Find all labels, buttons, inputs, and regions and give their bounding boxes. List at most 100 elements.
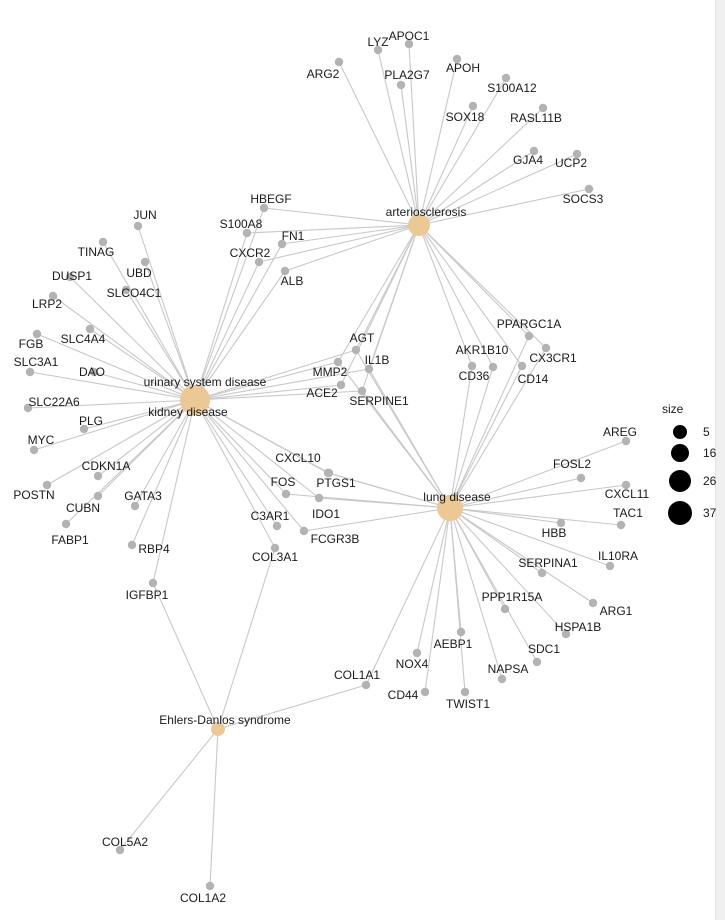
gene-node-col1a1 — [361, 680, 371, 690]
legend-label-16: 16 — [703, 446, 717, 460]
gene-label-slco4c1: SLCO4C1 — [107, 286, 162, 300]
gene-label-col3a1: COL3A1 — [252, 550, 298, 564]
edge-arterio-socs3 — [418, 188, 590, 226]
edge-kidney-fabp1 — [65, 399, 196, 525]
gene-label-twist1: TWIST1 — [446, 697, 490, 711]
gene-node-apoh — [452, 54, 462, 64]
gene-node-areg — [621, 436, 631, 446]
edge-kidney-slc22a6 — [27, 399, 196, 409]
gene-node-ubd — [140, 257, 150, 267]
edge-kidney-agt — [194, 349, 357, 401]
legend-dot-16 — [671, 444, 689, 462]
gene-node-s100a8 — [242, 228, 252, 238]
gene-label-lyz: LYZ — [367, 35, 388, 49]
gene-label-alb: ALB — [281, 274, 304, 288]
gene-node-ppargc1a — [524, 331, 534, 341]
gene-label-rasl11b: RASL11B — [510, 111, 562, 125]
edge-lung-fosl2 — [449, 477, 582, 509]
gene-label-fn1: FN1 — [282, 229, 305, 243]
edge-arterio-gja4 — [418, 150, 535, 226]
scrollbar[interactable] — [715, 0, 725, 920]
gene-label-hbegf: HBEGF — [250, 192, 291, 206]
edge-kidney-slco4c1 — [125, 289, 196, 401]
gene-node-nox4 — [412, 648, 422, 658]
gene-node-mmp2 — [333, 357, 343, 367]
edge-arterio-alb — [284, 224, 420, 272]
edge-lung-napsa — [449, 507, 503, 680]
gene-label-ubd: UBD — [126, 266, 152, 280]
gene-node-hbb — [556, 518, 566, 528]
edge-arterio-s100a8 — [246, 224, 420, 234]
gene-node-ace2 — [336, 380, 346, 390]
gene-label-plg: PLG — [79, 414, 103, 428]
edge-kidney-il1b — [194, 368, 370, 401]
category-label-urinary: urinary system disease — [144, 375, 267, 389]
gene-node-sdc1 — [532, 657, 542, 667]
edge-ehlers-igfbp1 — [152, 582, 219, 730]
gene-label-s100a12: S100A12 — [487, 81, 537, 95]
edge-kidney-slc4a4 — [89, 328, 196, 401]
edge-kidney-s100a8 — [194, 232, 248, 401]
gene-label-agt: AGT — [350, 331, 375, 345]
edge-kidney-igfbp1 — [152, 399, 196, 584]
gene-label-slc4a4: SLC4A4 — [61, 332, 106, 346]
gene-node-sox18 — [468, 101, 478, 111]
edge-arterio-arg2 — [338, 61, 420, 226]
edge-ehlers-col3a1 — [217, 547, 276, 730]
edge-kidney-cxcr2 — [194, 261, 260, 401]
gene-node-s100a12 — [501, 73, 511, 83]
gene-label-sdc1: SDC1 — [528, 642, 560, 656]
gene-node-c3ar1 — [272, 521, 282, 531]
gene-label-ppp1r15a: PPP1R15A — [482, 590, 543, 604]
gene-node-lrp2 — [48, 291, 58, 301]
gene-node-cd36 — [467, 361, 477, 371]
gene-node-myc — [29, 445, 39, 455]
gene-node-jun — [133, 221, 143, 231]
gene-label-cxcr2: CXCR2 — [230, 246, 271, 260]
gene-label-cdkn1a: CDKN1A — [82, 459, 131, 473]
gene-label-arg1: ARG1 — [600, 604, 633, 618]
edge-lung-sdc1 — [449, 507, 538, 663]
gene-node-socs3 — [584, 184, 594, 194]
gene-node-slc4a4 — [85, 324, 95, 334]
gene-node-aebp1 — [456, 627, 466, 637]
edge-arterio-serpine1 — [361, 224, 420, 392]
gene-nodes — [23, 39, 631, 891]
edge-arterio-rasl11b — [418, 107, 544, 226]
edge-lung-hspa1b — [449, 507, 567, 635]
gene-node-ptgs1 — [323, 468, 333, 478]
edge-arterio-cx3cr1 — [418, 224, 547, 349]
gene-label-il1b: IL1B — [365, 353, 390, 367]
edge-arterio-apoh — [418, 58, 458, 226]
gene-label-lrp2: LRP2 — [32, 297, 62, 311]
gene-node-gata3 — [130, 501, 140, 511]
category-label-lung: lung disease — [423, 490, 491, 504]
gene-node-col5a2 — [115, 845, 125, 855]
edge-lung-cxcl11 — [449, 484, 627, 509]
gene-label-ptgs1: PTGS1 — [316, 476, 356, 490]
gene-node-lyz — [373, 45, 383, 55]
gene-label-mmp2: MMP2 — [313, 365, 348, 379]
gene-node-slco4c1 — [121, 285, 131, 295]
edge-arterio-ucp2 — [418, 153, 578, 226]
edge-kidney-c3ar1 — [194, 399, 278, 527]
edge-arterio-cd36 — [418, 224, 473, 367]
gene-label-ucp2: UCP2 — [555, 156, 587, 170]
edge-ehlers-col1a1 — [217, 684, 367, 730]
edge-lung-tac1 — [449, 507, 622, 526]
edge-lung-cd36 — [449, 365, 473, 509]
edge-kidney-fos — [194, 399, 287, 495]
edge-ehlers-col5a2 — [119, 728, 219, 851]
legend-label-5: 5 — [703, 425, 710, 439]
gene-label-cd44: CD44 — [388, 688, 419, 702]
gene-label-apoc1: APOC1 — [389, 29, 430, 43]
gene-label-rbp4: RBP4 — [138, 542, 170, 556]
edge-lung-fcgr3b — [303, 507, 451, 532]
gene-label-s100a8: S100A8 — [220, 217, 263, 231]
gene-node-ido1 — [314, 493, 324, 503]
edge-lung-akr1b10 — [449, 366, 494, 509]
gene-node-postn — [42, 480, 52, 490]
edge-arterio-hbegf — [263, 207, 420, 226]
